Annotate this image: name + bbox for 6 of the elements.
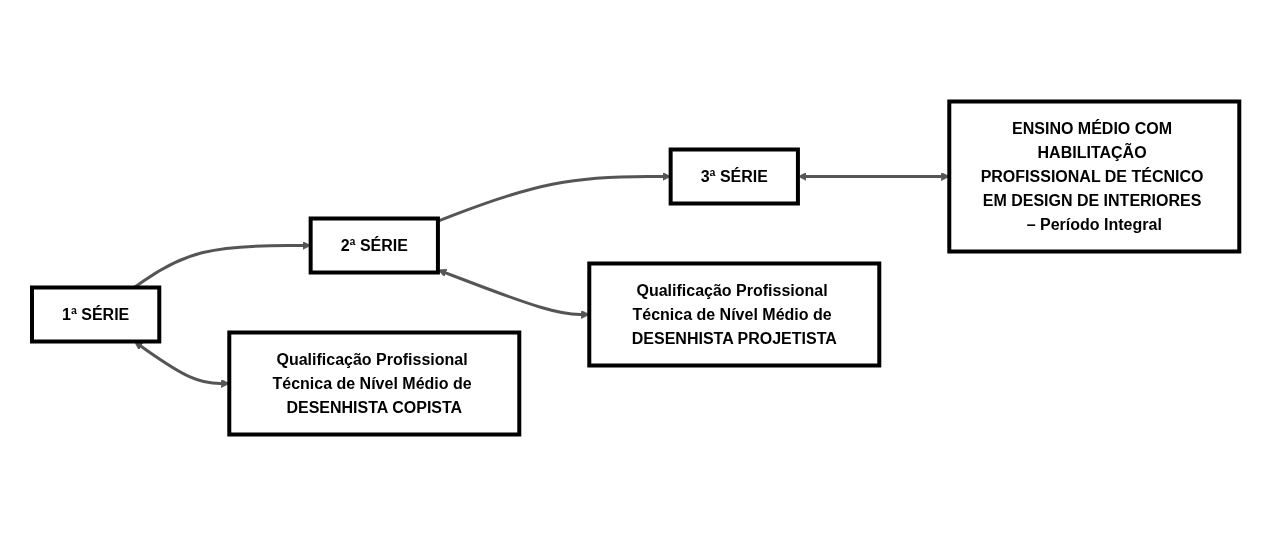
node-box: Qualificação Profissional Técnica de Nível Médio de DESENHISTA COPISTA [227,330,522,437]
node-box: ENSINO MÉDIO COM HABILITAÇÃO PROFISSIONAL DE TÉCNICO EM DESIGN DE INTERIORES – Período Integral [947,99,1242,254]
node-box: 2ª SÉRIE [308,216,440,275]
node-box: 1ª SÉRIE [29,285,162,344]
node-box: Qualificação Profissional Técnica de Nível Médio de DESENHISTA PROJETISTA [587,261,882,368]
node-box: 3ª SÉRIE [668,147,800,206]
